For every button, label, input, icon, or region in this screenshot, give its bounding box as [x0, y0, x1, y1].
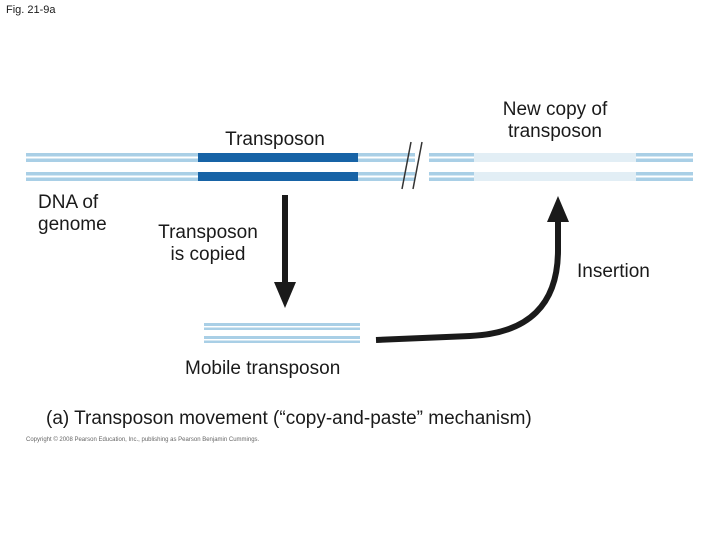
genome-dna-left — [26, 153, 418, 181]
new-copy-segment-bottom — [474, 172, 636, 181]
new-copy-label-line2: transposon — [507, 121, 602, 142]
dna-break-marks — [401, 140, 429, 196]
copied-label-line2: is copied — [170, 244, 246, 265]
dna-label-line2: genome — [38, 214, 107, 235]
figure-caption: (a) Transposon movement (“copy-and-paste… — [46, 408, 532, 429]
new-copy-label-line1: New copy of — [502, 99, 608, 120]
copy-arrow — [274, 195, 296, 308]
insertion-arrow — [375, 196, 569, 343]
mobile-transposon-label: Mobile transposon — [185, 358, 341, 379]
transposon-segment-bottom — [198, 172, 358, 181]
dna-of-genome-label: DNA of genome — [38, 192, 107, 236]
figure-label: Fig. 21-9a — [6, 4, 56, 16]
transposon-copied-label: Transposon is copied — [138, 222, 278, 266]
mobile-transposon-dna — [204, 323, 360, 343]
copyright-notice: Copyright © 2008 Pearson Education, Inc.… — [26, 437, 260, 443]
transposon-segment-top — [198, 153, 358, 162]
insertion-label: Insertion — [577, 261, 650, 282]
genome-dna-right — [426, 153, 693, 181]
dna-label-line1: DNA of — [38, 192, 99, 213]
new-copy-segment-top — [474, 153, 636, 162]
copied-label-line1: Transposon — [158, 222, 258, 243]
transposon-label: Transposon — [225, 129, 325, 150]
new-copy-label: New copy of transposon — [480, 99, 630, 143]
